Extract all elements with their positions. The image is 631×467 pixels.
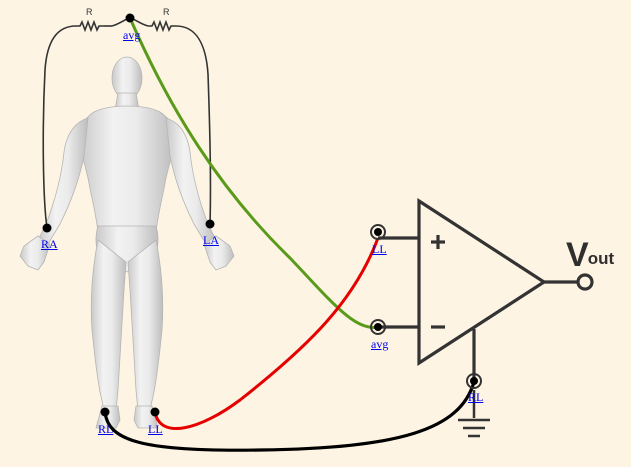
input-terminals bbox=[370, 224, 482, 389]
human-body-figure bbox=[19, 56, 235, 429]
electrode-avg-dot bbox=[125, 13, 135, 23]
left-arm bbox=[165, 117, 217, 245]
output-label-vout: Vout bbox=[566, 238, 614, 272]
amplifier-triangle bbox=[417, 198, 547, 366]
right-hand bbox=[19, 235, 51, 271]
plus-input-terminal bbox=[370, 224, 386, 240]
left-leg bbox=[127, 239, 164, 411]
electrode-ll-dot bbox=[150, 407, 160, 417]
resistor-left bbox=[76, 19, 104, 33]
resistor-label-left: R bbox=[86, 7, 93, 17]
output-terminal bbox=[576, 273, 594, 291]
electrode-la-dot bbox=[205, 219, 215, 229]
output-subscript: out bbox=[587, 249, 615, 268]
electrode-label-ra[interactable]: RA bbox=[41, 237, 58, 251]
electrode-ra-dot bbox=[42, 223, 52, 233]
amp-reference-label-rl[interactable]: RL bbox=[468, 390, 484, 404]
electrode-label-avg[interactable]: avg bbox=[123, 28, 141, 42]
electrode-label-rl[interactable]: RL bbox=[98, 422, 114, 436]
electrode-rl-dot bbox=[100, 407, 110, 417]
torso bbox=[79, 105, 175, 233]
wire-la-to-resistor bbox=[175, 25, 212, 225]
wire-ra-to-resistor bbox=[42, 25, 77, 229]
electrode-label-la[interactable]: LA bbox=[203, 233, 219, 247]
left-hand bbox=[203, 235, 235, 271]
right-leg bbox=[90, 239, 127, 411]
wire-rl-to-reference bbox=[103, 381, 476, 452]
ground-symbol bbox=[458, 390, 490, 438]
output-symbol: V bbox=[566, 236, 589, 274]
electrode-points bbox=[42, 13, 215, 417]
reference-terminal bbox=[466, 373, 482, 389]
resistor-label-right: R bbox=[163, 7, 170, 17]
differential-amplifier bbox=[378, 198, 594, 382]
wire-avg-to-minus bbox=[128, 17, 379, 329]
right-arm bbox=[37, 117, 89, 245]
minus-input-terminal bbox=[370, 319, 386, 335]
amp-input-label-ll[interactable]: LL bbox=[372, 242, 387, 256]
wire-ll-to-plus bbox=[153, 237, 380, 430]
amp-input-label-avg[interactable]: avg bbox=[371, 337, 389, 351]
electrode-label-ll[interactable]: LL bbox=[148, 422, 163, 436]
resistor-right bbox=[148, 19, 176, 33]
